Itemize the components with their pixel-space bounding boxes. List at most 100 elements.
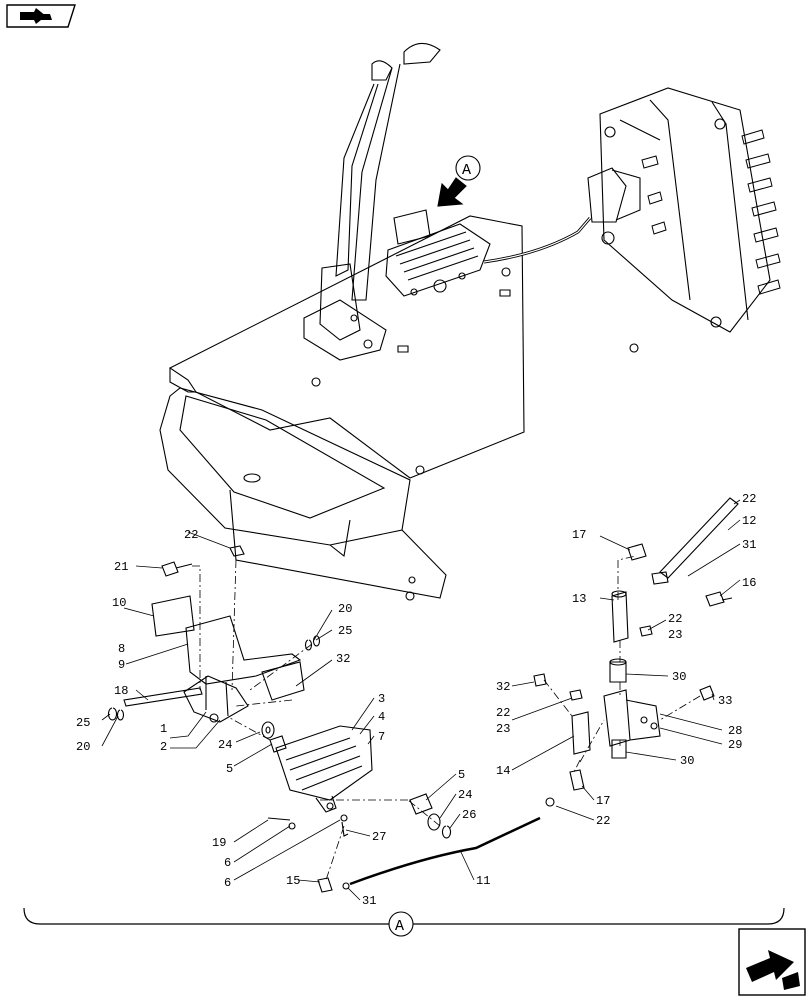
callout: 2 bbox=[160, 740, 167, 754]
upper-assembly: A bbox=[159, 42, 781, 601]
fitting-16 bbox=[705, 591, 733, 607]
callout: 30 bbox=[680, 754, 694, 768]
guide-lines bbox=[192, 555, 701, 881]
floor-plate bbox=[168, 215, 525, 479]
callout: 25 bbox=[76, 716, 90, 730]
callout: 6 bbox=[224, 876, 231, 890]
callout: 12 bbox=[742, 514, 756, 528]
floor-plate-edge bbox=[169, 368, 196, 393]
travel-pedal bbox=[385, 209, 491, 297]
callout: 13 bbox=[572, 592, 586, 606]
console-hole bbox=[243, 473, 261, 483]
view-a-brace-label: A bbox=[395, 918, 404, 935]
callout: 22 bbox=[184, 528, 198, 542]
pedal-pad-10 bbox=[151, 595, 195, 637]
pin-19 bbox=[267, 817, 291, 821]
bolt-21 bbox=[161, 561, 193, 577]
exploded-parts bbox=[107, 497, 739, 893]
control-cable bbox=[483, 217, 592, 264]
page-next-icon-graphic bbox=[738, 928, 806, 996]
view-a-circle bbox=[455, 155, 481, 181]
callout: 16 bbox=[742, 576, 756, 590]
callout: 15 bbox=[286, 874, 300, 888]
view-a-arrow bbox=[437, 177, 467, 207]
pivot-bracket bbox=[603, 689, 661, 747]
shaft-13 bbox=[611, 591, 629, 643]
callout: 29 bbox=[728, 738, 742, 752]
callout: 21 bbox=[114, 560, 128, 574]
callout: 31 bbox=[742, 538, 756, 552]
lower-console bbox=[159, 387, 411, 546]
callout: 33 bbox=[718, 694, 732, 708]
clip-26 bbox=[441, 825, 452, 839]
callout: 18 bbox=[114, 684, 128, 698]
callout: 20 bbox=[338, 602, 352, 616]
page-next-icon[interactable] bbox=[738, 928, 806, 996]
leader-lines bbox=[101, 499, 741, 901]
callout: 24 bbox=[458, 788, 472, 802]
callout: 23 bbox=[668, 628, 682, 642]
callout: 31 bbox=[362, 894, 376, 908]
callout: 27 bbox=[372, 830, 386, 844]
callout: 17 bbox=[572, 528, 586, 542]
nut-22-lower bbox=[569, 689, 583, 701]
nut-22-bottom bbox=[545, 797, 555, 807]
page-back-icon[interactable] bbox=[6, 4, 76, 28]
travel-lever bbox=[303, 42, 441, 361]
clip-left bbox=[107, 707, 125, 721]
callout-labels: 22 21 10 8 9 18 25 20 1 2 24 5 20 25 32 … bbox=[76, 492, 756, 908]
callout: 1 bbox=[160, 722, 167, 736]
view-a-brace-circle bbox=[388, 911, 414, 937]
callout: 3 bbox=[378, 692, 385, 706]
callout: 5 bbox=[458, 768, 465, 782]
callout: 24 bbox=[218, 738, 232, 752]
callout: 4 bbox=[378, 710, 385, 724]
callout: 6 bbox=[224, 856, 231, 870]
bushing-30-lower bbox=[611, 739, 627, 759]
callout: 17 bbox=[596, 794, 610, 808]
nut-22-upper bbox=[229, 545, 245, 557]
bolt-33 bbox=[699, 685, 715, 701]
bushing-5 bbox=[269, 735, 287, 753]
callout: 10 bbox=[112, 596, 126, 610]
pin-18 bbox=[123, 687, 203, 707]
clip-right bbox=[304, 635, 321, 651]
pedal-body bbox=[275, 725, 373, 801]
rod-end-15 bbox=[317, 877, 333, 893]
bracket-base bbox=[183, 675, 249, 723]
callout: 25 bbox=[338, 624, 352, 638]
callout: 20 bbox=[76, 740, 90, 754]
bushing-5-right bbox=[409, 793, 433, 815]
callout: 11 bbox=[476, 874, 490, 888]
rod-end-17-upper bbox=[627, 543, 647, 561]
link-rod-11 bbox=[349, 816, 541, 886]
callout: 7 bbox=[378, 730, 385, 744]
callout: 32 bbox=[336, 652, 350, 666]
view-a-label: A bbox=[462, 162, 471, 179]
lever-12 bbox=[659, 497, 739, 579]
callout: 9 bbox=[118, 658, 125, 672]
callout: 23 bbox=[496, 722, 510, 736]
bolt-32 bbox=[533, 673, 547, 687]
callout: 32 bbox=[496, 680, 510, 694]
callout: 14 bbox=[496, 764, 510, 778]
console-panel bbox=[179, 395, 386, 519]
callout: 26 bbox=[462, 808, 476, 822]
console-base bbox=[229, 489, 447, 599]
callout: 8 bbox=[118, 642, 125, 656]
callout: 19 bbox=[212, 836, 226, 850]
washer-24 bbox=[261, 721, 275, 739]
callout: 22 bbox=[496, 706, 510, 720]
callout: 28 bbox=[728, 724, 742, 738]
callout: 5 bbox=[226, 762, 233, 776]
washer-24-right bbox=[427, 813, 441, 831]
bracket-14 bbox=[571, 711, 591, 755]
pedal-bracket bbox=[185, 615, 302, 685]
nut-22-right bbox=[639, 625, 653, 637]
cotter-27 bbox=[341, 821, 349, 837]
page-back-icon-graphic bbox=[6, 4, 76, 28]
control-valve bbox=[587, 87, 781, 333]
rod-end-17-lower bbox=[569, 769, 585, 791]
